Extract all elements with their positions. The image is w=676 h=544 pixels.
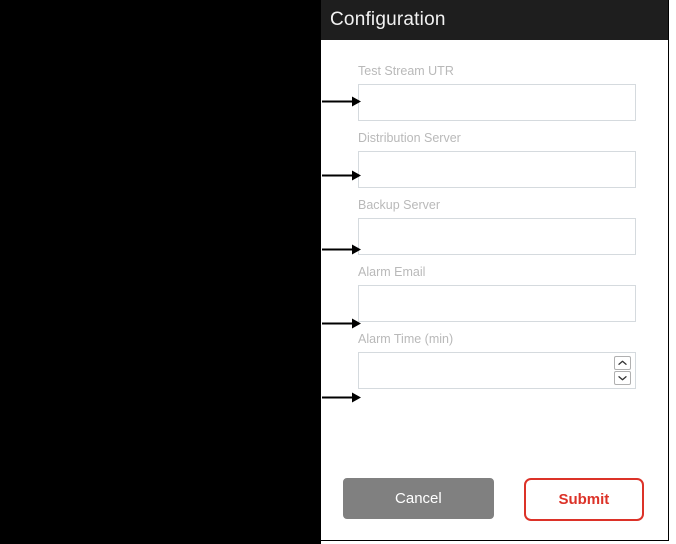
test-stream-utr-input[interactable] bbox=[359, 85, 635, 120]
cancel-button[interactable]: Cancel bbox=[343, 478, 494, 519]
spinner-down-button[interactable] bbox=[614, 371, 631, 385]
panel-footer: Cancel Submit bbox=[321, 468, 668, 540]
field-test-stream-utr: Test Stream UTR bbox=[358, 54, 636, 121]
dimmed-backdrop bbox=[0, 0, 321, 544]
chevron-down-icon bbox=[618, 375, 627, 381]
field-label-backup-server: Backup Server bbox=[358, 198, 440, 212]
field-alarm-email: Alarm Email bbox=[358, 255, 636, 322]
input-wrapper-backup-server[interactable] bbox=[358, 218, 636, 255]
configuration-panel: Configuration Test Stream UTR Distributi… bbox=[321, 0, 669, 541]
chevron-up-icon bbox=[618, 360, 627, 366]
page-title: Configuration bbox=[330, 9, 446, 30]
spinner-up-button[interactable] bbox=[614, 356, 631, 370]
distribution-server-input[interactable] bbox=[359, 152, 635, 187]
configuration-form: Test Stream UTR Distribution Server Back… bbox=[321, 40, 668, 389]
panel-header: Configuration bbox=[321, 0, 668, 40]
panel-bottom-filler bbox=[321, 541, 676, 544]
panel-right-filler bbox=[669, 0, 676, 544]
field-distribution-server: Distribution Server bbox=[358, 121, 636, 188]
submit-button[interactable]: Submit bbox=[523, 478, 644, 521]
alarm-time-input[interactable] bbox=[359, 353, 635, 388]
alarm-email-input[interactable] bbox=[359, 286, 635, 321]
field-backup-server: Backup Server bbox=[358, 188, 636, 255]
backup-server-input[interactable] bbox=[359, 219, 635, 254]
input-wrapper-distribution-server[interactable] bbox=[358, 151, 636, 188]
input-wrapper-test-stream-utr[interactable] bbox=[358, 84, 636, 121]
field-label-test-stream-utr: Test Stream UTR bbox=[358, 64, 454, 78]
alarm-time-stepper[interactable] bbox=[614, 356, 631, 385]
input-wrapper-alarm-time[interactable] bbox=[358, 352, 636, 389]
field-alarm-time: Alarm Time (min) bbox=[358, 322, 636, 389]
field-label-alarm-time: Alarm Time (min) bbox=[358, 332, 454, 346]
field-label-distribution-server: Distribution Server bbox=[358, 131, 461, 145]
input-wrapper-alarm-email[interactable] bbox=[358, 285, 636, 322]
field-label-alarm-email: Alarm Email bbox=[358, 265, 426, 279]
